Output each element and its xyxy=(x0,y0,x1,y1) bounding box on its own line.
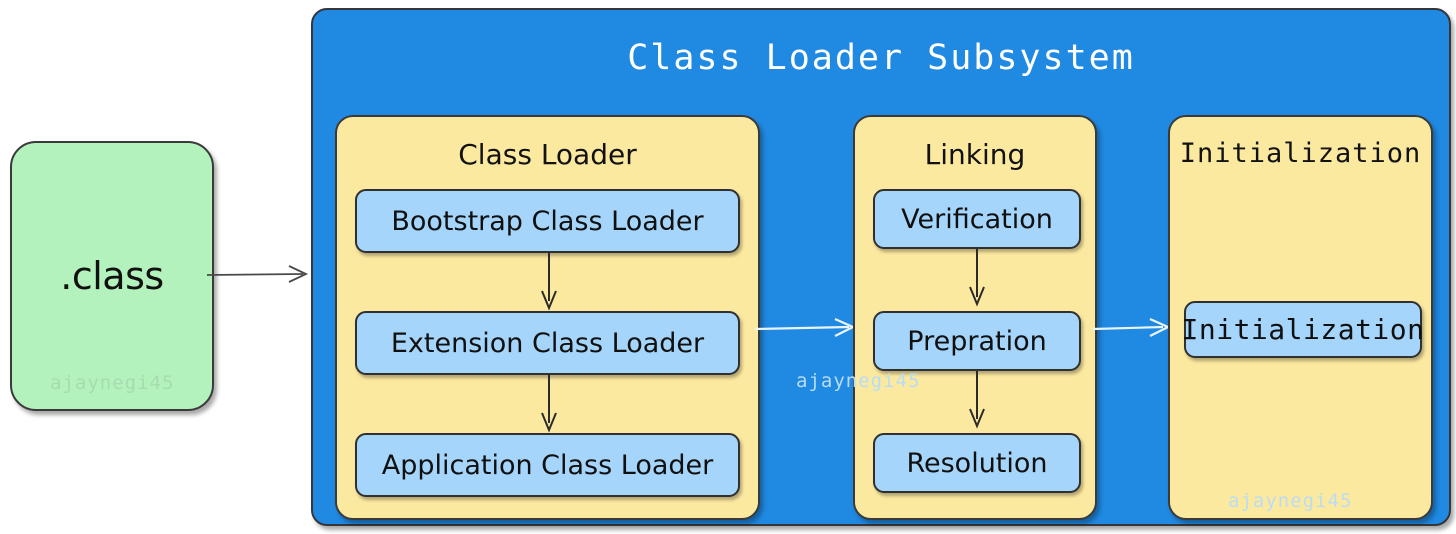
item-initialization[interactable]: Initialization xyxy=(1182,301,1424,358)
arrow-prepration-to-resolution xyxy=(969,371,985,429)
class-file-label: .class xyxy=(60,254,164,298)
arrow-linking-to-initialization xyxy=(1092,317,1171,337)
item-verification[interactable]: Verification xyxy=(873,189,1081,249)
item-bootstrap-class-loader[interactable]: Bootstrap Class Loader xyxy=(355,189,740,253)
stage-linking-title: Linking xyxy=(924,138,1026,171)
stage-initialization: Initialization Initialization xyxy=(1168,115,1433,520)
item-application-class-loader[interactable]: Application Class Loader xyxy=(355,433,740,497)
arrow-class-to-subsystem xyxy=(206,265,309,283)
item-extension-class-loader[interactable]: Extension Class Loader xyxy=(355,311,740,375)
item-prepration[interactable]: Prepration xyxy=(873,311,1081,371)
arrow-extension-to-application xyxy=(541,375,557,433)
stage-class-loader: Class Loader Bootstrap Class Loader Exte… xyxy=(335,115,760,520)
class-loader-subsystem-container: Class Loader Subsystem Class Loader Boot… xyxy=(311,8,1451,526)
arrow-bootstrap-to-extension xyxy=(541,253,557,311)
watermark: ajaynegi45 xyxy=(50,372,175,394)
item-resolution[interactable]: Resolution xyxy=(873,433,1081,493)
class-file-node: .class ajaynegi45 xyxy=(10,141,214,411)
stage-class-loader-title: Class Loader xyxy=(458,138,637,171)
stage-linking: Linking Verification Prepration Resoluti… xyxy=(853,115,1097,520)
stage-initialization-title: Initialization xyxy=(1179,138,1422,169)
arrow-verification-to-prepration xyxy=(969,249,985,307)
arrow-class-loader-to-linking xyxy=(754,317,856,337)
subsystem-title: Class Loader Subsystem xyxy=(627,38,1135,78)
